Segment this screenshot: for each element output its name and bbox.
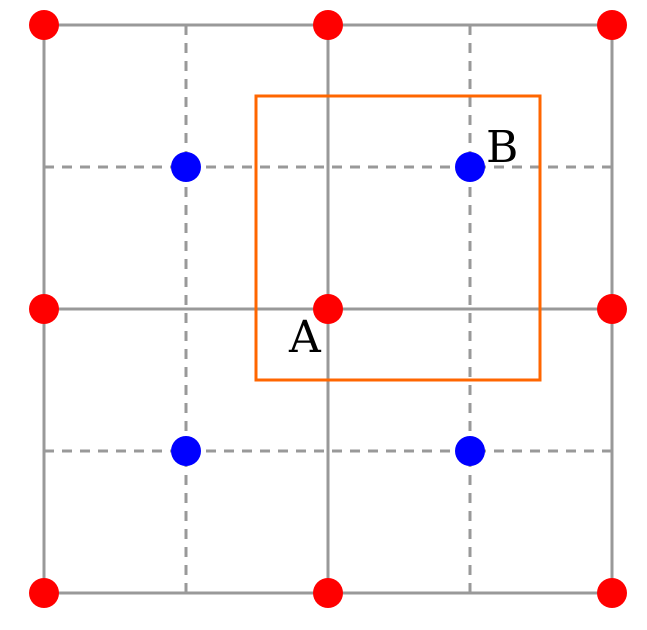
point-a-red [313, 294, 343, 324]
red-lattice-point [313, 578, 343, 608]
red-lattice-point [597, 10, 627, 40]
blue-lattice-point [171, 152, 201, 182]
red-lattice-point [29, 294, 59, 324]
red-lattice-point [29, 578, 59, 608]
label-a: A [288, 312, 322, 363]
point-b-blue [455, 152, 485, 182]
label-b: B [486, 122, 518, 173]
red-lattice-points [29, 10, 627, 608]
red-lattice-point [597, 578, 627, 608]
blue-lattice-point [171, 436, 201, 466]
blue-lattice-point [455, 436, 485, 466]
red-lattice-point [29, 10, 59, 40]
red-lattice-point [313, 10, 343, 40]
highlight-square [254, 94, 542, 382]
dashed-grid-lines [44, 25, 612, 593]
blue-lattice-points [171, 152, 485, 466]
red-lattice-point [597, 294, 627, 324]
